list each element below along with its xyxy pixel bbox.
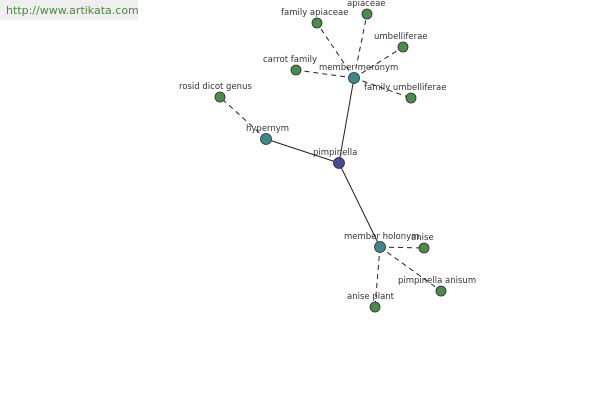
label-carrot-family[interactable]: carrot family <box>263 55 317 65</box>
node-umbelliferae[interactable] <box>397 41 409 53</box>
label-umbelliferae[interactable]: umbelliferae <box>374 32 428 42</box>
banner: http://www.artikata.com <box>0 0 139 20</box>
node-apiaceae[interactable] <box>361 8 373 20</box>
site-url-link[interactable]: http://www.artikata.com <box>6 4 139 17</box>
edge-member-meronym-to-family-umbelliferae <box>353 77 412 99</box>
node-family-apiaceae[interactable] <box>311 17 323 29</box>
node-hypernym[interactable] <box>260 133 272 145</box>
node-member-meronym[interactable] <box>348 72 360 84</box>
label-pimpinella-anisum[interactable]: pimpinella anisum <box>398 276 476 286</box>
graph-nodes <box>214 8 447 313</box>
graph-labels: pimpinella hypernym member meronym member h… <box>179 0 476 302</box>
label-pimpinella[interactable]: pimpinella <box>313 148 357 158</box>
label-member-holonym[interactable]: member holonym <box>344 232 419 242</box>
edge-member-meronym-to-umbelliferae <box>353 46 404 79</box>
node-rosid-dicot-genus[interactable] <box>214 91 226 103</box>
label-member-meronym[interactable]: member meronym <box>319 63 398 73</box>
node-family-umbelliferae[interactable] <box>405 92 417 104</box>
edge-hypernym-to-rosid-dicot-genus <box>219 96 267 140</box>
node-member-holonym[interactable] <box>374 241 386 253</box>
label-family-apiaceae[interactable]: family apiaceae <box>281 8 348 18</box>
label-hypernym[interactable]: hypernym <box>246 124 289 134</box>
node-anise-plant[interactable] <box>369 301 381 313</box>
edge-member-holonym-to-anise <box>379 246 425 249</box>
node-pimpinella-anisum[interactable] <box>435 285 447 297</box>
edge-pimpinella-to-member-meronym <box>338 77 355 164</box>
label-anise-plant[interactable]: anise plant <box>347 292 395 302</box>
edge-pimpinella-to-member-holonym <box>338 162 381 248</box>
label-anise[interactable]: anise <box>411 233 434 243</box>
edge-member-holonym-to-pimpinella-anisum <box>379 246 442 292</box>
edge-member-holonym-to-anise-plant <box>374 246 381 308</box>
node-pimpinella[interactable] <box>333 157 345 169</box>
label-apiaceae[interactable]: apiaceae <box>347 0 386 9</box>
label-family-umbelliferae[interactable]: family umbelliferae <box>364 83 446 93</box>
edge-member-meronym-to-family-apiaceae <box>316 22 355 79</box>
graph-edges <box>219 13 442 308</box>
edge-pimpinella-to-hypernym <box>265 138 340 164</box>
edge-member-meronym-to-apiaceae <box>353 13 368 79</box>
node-carrot-family[interactable] <box>290 64 302 76</box>
edge-member-meronym-to-carrot-family <box>295 69 355 79</box>
label-rosid-dicot-genus[interactable]: rosid dicot genus <box>179 82 252 92</box>
node-anise[interactable] <box>418 242 430 254</box>
